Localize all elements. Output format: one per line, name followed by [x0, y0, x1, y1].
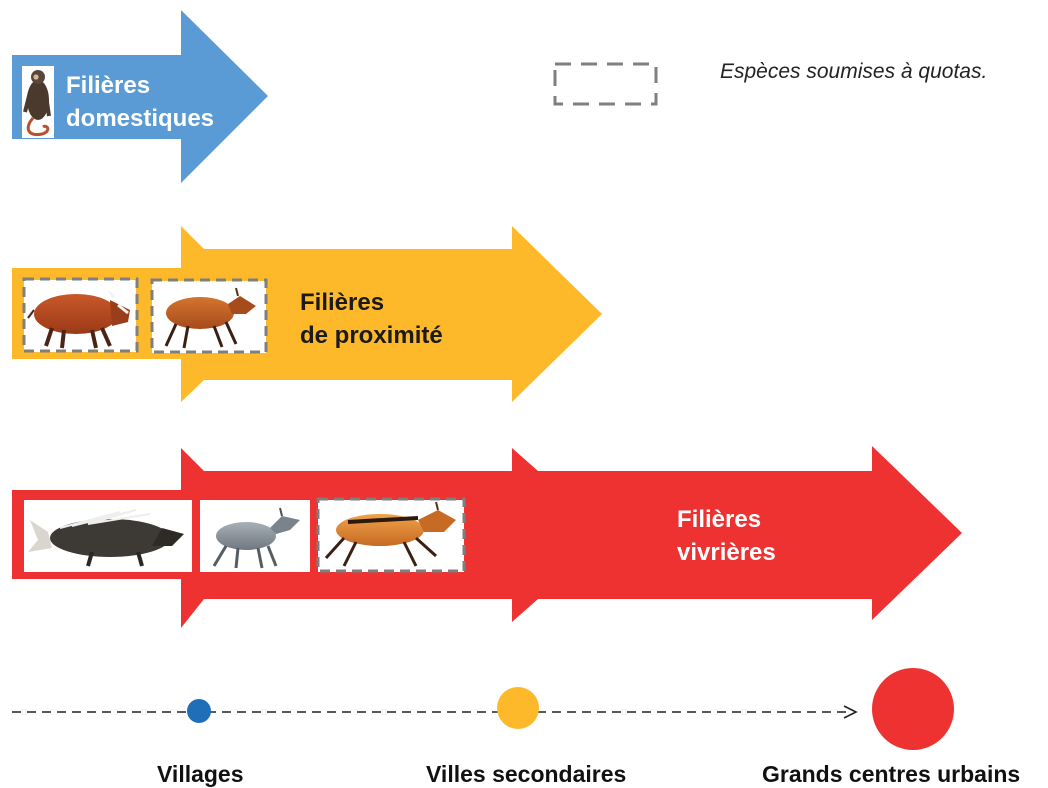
- villages-dot: [187, 699, 211, 723]
- proximity-label-line2: de proximité: [300, 322, 443, 349]
- proximity-label-line1: Filières: [300, 289, 385, 316]
- quota-frame-bay-duiker: [316, 497, 466, 573]
- urban-centres-dot: [872, 668, 954, 750]
- food-label-line1: Filières: [677, 506, 762, 533]
- monkey-icon: [23, 70, 51, 137]
- axis-arrowhead-icon: [843, 705, 858, 719]
- proximity-arrow-shape: [12, 226, 602, 402]
- domestic-label-line2: domestiques: [66, 105, 215, 132]
- domestic-arrow: [12, 10, 268, 183]
- red-duiker-icon: [164, 287, 256, 349]
- proximity-label: Filières de proximité: [300, 286, 443, 352]
- urban-axis: [12, 668, 954, 750]
- urban-centres-label: Grands centres urbains: [762, 761, 1021, 787]
- blue-duiker-icon: [212, 507, 300, 569]
- secondary-towns-label: Villes secondaires: [426, 761, 627, 787]
- villages-label: Villages: [157, 761, 244, 787]
- red-river-hog-icon: [27, 290, 130, 349]
- quota-frame-red-duiker: [150, 278, 268, 354]
- food-arrow-shape: [12, 446, 962, 628]
- domestic-label-line1: Filières: [66, 72, 151, 99]
- secondary-towns-dot: [497, 687, 539, 729]
- quota-legend-text: Espèces soumises à quotas.: [720, 60, 988, 83]
- food-label: Filières vivrières: [677, 503, 776, 569]
- bay-duiker-icon: [324, 501, 456, 567]
- proximity-arrow: [12, 226, 602, 402]
- quota-legend: [553, 62, 658, 106]
- quota-frame-hog: [22, 277, 139, 353]
- food-label-line2: vivrières: [677, 539, 776, 566]
- porcupine-icon: [28, 509, 184, 567]
- food-arrow: [12, 446, 962, 628]
- quota-legend-swatch: [553, 62, 658, 106]
- domestic-arrow-shape: [12, 10, 268, 183]
- domestic-label: Filières domestiques: [66, 69, 214, 135]
